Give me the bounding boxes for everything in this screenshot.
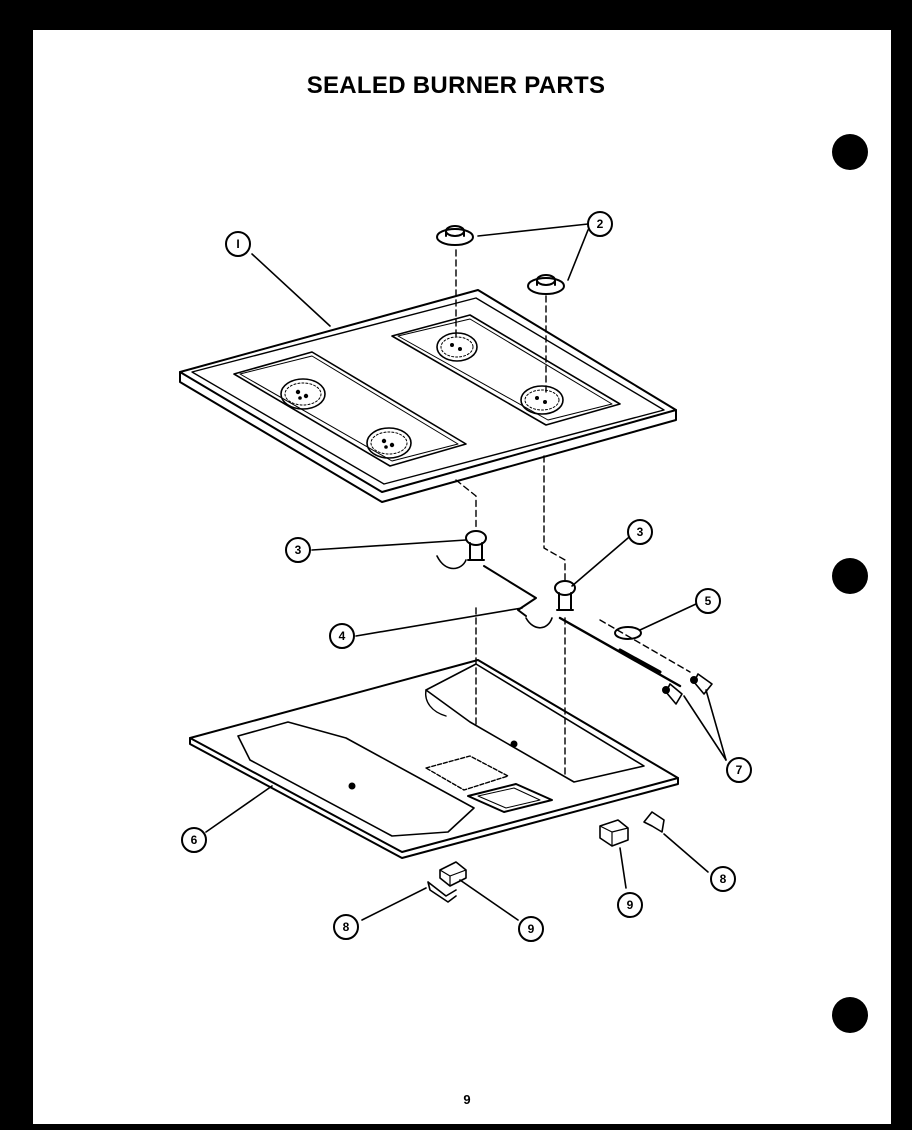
callout-circles bbox=[181, 211, 752, 942]
gasket-part-5 bbox=[614, 626, 642, 640]
cooktop-part-1 bbox=[179, 289, 677, 503]
page-title: SEALED BURNER PARTS bbox=[306, 72, 606, 99]
callout-9b-label: 9 bbox=[627, 898, 634, 912]
binder-hole-top bbox=[832, 134, 868, 170]
binder-hole-middle bbox=[832, 558, 868, 594]
callout-1-label: I bbox=[236, 237, 239, 251]
page-number: 9 bbox=[463, 1092, 471, 1107]
leader-lines bbox=[205, 223, 727, 921]
callout-9a-label: 9 bbox=[528, 922, 535, 936]
burner-base-part-3 bbox=[436, 530, 576, 629]
callout-3b-label: 3 bbox=[637, 525, 644, 539]
burner-cap-part-2 bbox=[436, 225, 565, 295]
callout-7-label: 7 bbox=[736, 763, 743, 777]
burner-box-part-6 bbox=[189, 659, 679, 859]
alignment-lines bbox=[455, 249, 566, 779]
callout-8a-label: 8 bbox=[343, 920, 350, 934]
binder-hole-bottom bbox=[832, 997, 868, 1033]
callout-2-label: 2 bbox=[597, 217, 604, 231]
callout-6-label: 6 bbox=[191, 833, 198, 847]
callout-5-label: 5 bbox=[705, 594, 712, 608]
callout-3a-label: 3 bbox=[295, 543, 302, 557]
callout-4-label: 4 bbox=[339, 629, 346, 643]
bracket-part-8 bbox=[427, 811, 665, 903]
callout-8b-label: 8 bbox=[720, 872, 727, 886]
manifold-tube-part-4 bbox=[483, 565, 691, 688]
valve-clip-part-7 bbox=[662, 673, 713, 705]
block-part-9 bbox=[439, 819, 629, 887]
manual-page bbox=[33, 30, 891, 1124]
